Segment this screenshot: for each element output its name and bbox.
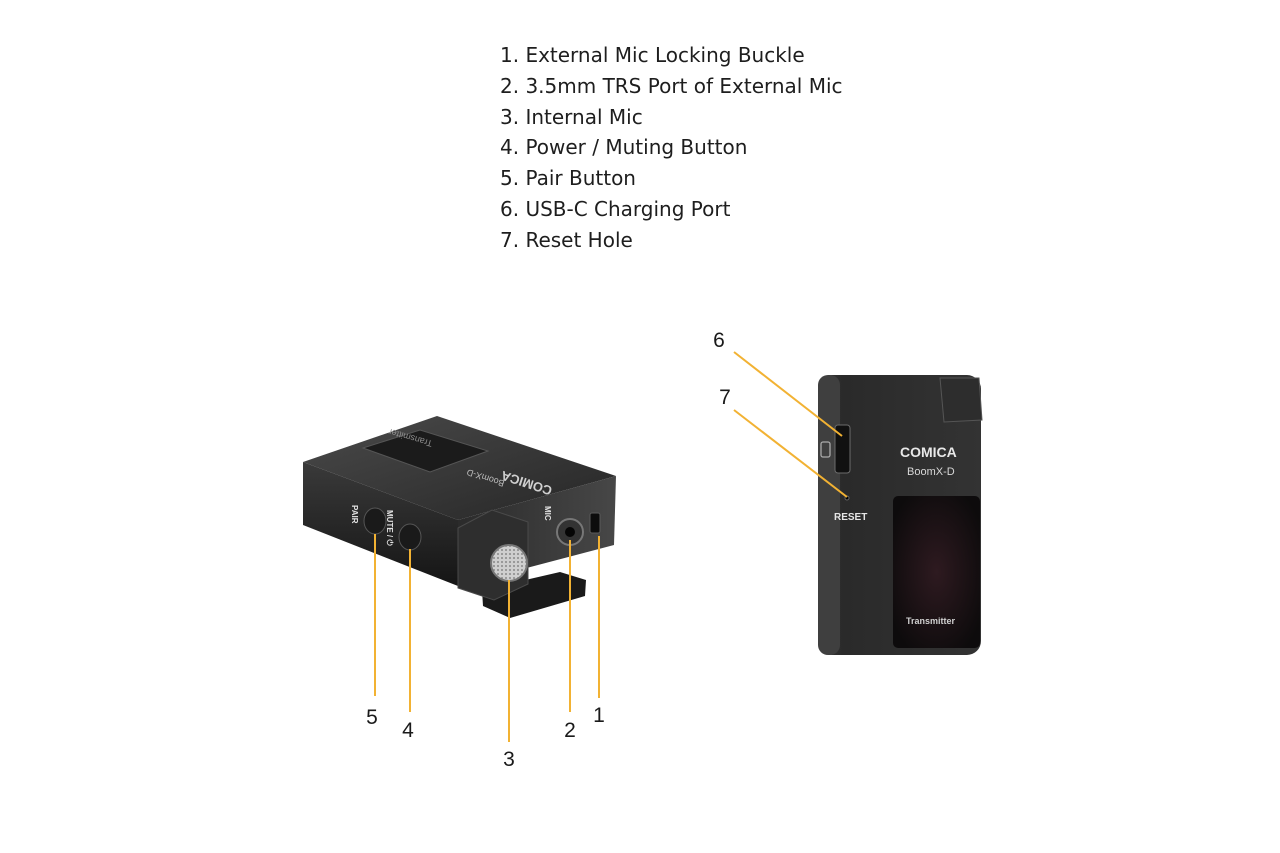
pair-label: PAIR	[350, 505, 359, 524]
callout-1: 1	[593, 704, 605, 727]
mute-power-button[interactable]	[398, 523, 422, 551]
display-screen	[893, 496, 980, 648]
leader-line-6	[733, 351, 843, 437]
mic-port-label: MIC	[543, 506, 552, 521]
callout-4: 4	[402, 719, 414, 742]
locking-buckle-slot	[589, 512, 601, 534]
callout-6: 6	[713, 329, 725, 352]
legend-item: 7. Reset Hole	[500, 227, 633, 252]
leader-line-7	[733, 409, 848, 498]
legend-item: 6. USB-C Charging Port	[500, 196, 731, 221]
internal-mic-grille	[490, 544, 528, 582]
legend-item: 4. Power / Muting Button	[500, 135, 748, 160]
legend-item: 2. 3.5mm TRS Port of External Mic	[500, 73, 843, 98]
screen-label: Transmitter	[906, 616, 956, 626]
brand-logo: COMICA	[900, 444, 957, 460]
callout-5: 5	[366, 706, 378, 729]
right-transmitter: RESET COMICA BoomX-D Transmitter	[818, 375, 983, 655]
legend-item: 3. Internal Mic	[500, 104, 643, 129]
legend-item: 5. Pair Button	[500, 166, 636, 191]
model-label: BoomX-D	[907, 466, 955, 478]
mic-port-hole	[565, 527, 575, 537]
legend-list: 1. External Mic Locking Buckle 2. 3.5mm …	[500, 40, 843, 256]
callout-7: 7	[719, 386, 731, 409]
reset-label: RESET	[834, 512, 867, 523]
left-transmitter: Transmitter COMICA BoomX-D PAIR MUTE / ⏻…	[303, 416, 616, 618]
usb-c-port	[834, 424, 851, 474]
leader-lines	[374, 351, 848, 742]
callout-3: 3	[503, 748, 515, 771]
battery-icon	[820, 441, 831, 458]
callout-2: 2	[564, 719, 576, 742]
locking-buckle	[939, 377, 983, 423]
lcd-display	[361, 429, 490, 473]
mute-label: MUTE / ⏻	[385, 510, 394, 546]
pair-button[interactable]	[363, 507, 387, 535]
legend-item: 1. External Mic Locking Buckle	[500, 43, 805, 67]
